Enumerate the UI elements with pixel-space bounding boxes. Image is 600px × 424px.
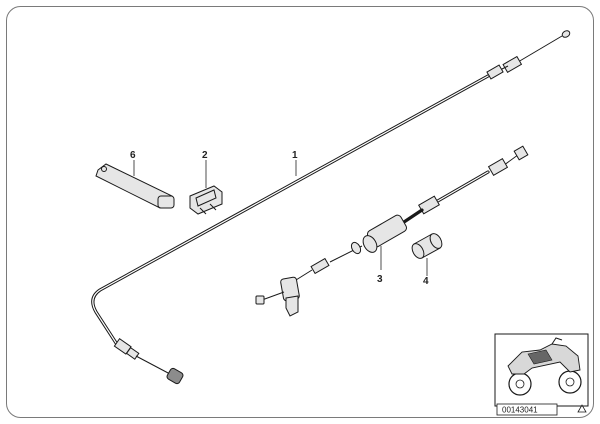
triangle-icon <box>577 404 587 413</box>
part-6-bracket[interactable] <box>95 163 175 209</box>
callout-leaders <box>133 160 428 276</box>
part-4-sleeve[interactable] <box>410 232 445 261</box>
callout-4: 4 <box>423 276 429 287</box>
motorcycle-inset[interactable]: 00143041 <box>494 333 589 416</box>
callout-3: 3 <box>377 274 383 285</box>
callout-6: 6 <box>130 150 136 161</box>
part-2-clip[interactable] <box>189 185 223 215</box>
callout-1: 1 <box>292 150 298 161</box>
part-1-long-cable[interactable] <box>91 29 571 385</box>
part-3-adjuster-cable[interactable] <box>255 145 529 317</box>
diagram-frame <box>6 6 594 418</box>
callout-2: 2 <box>202 150 208 161</box>
drawing-id: 00143041 <box>502 406 538 415</box>
